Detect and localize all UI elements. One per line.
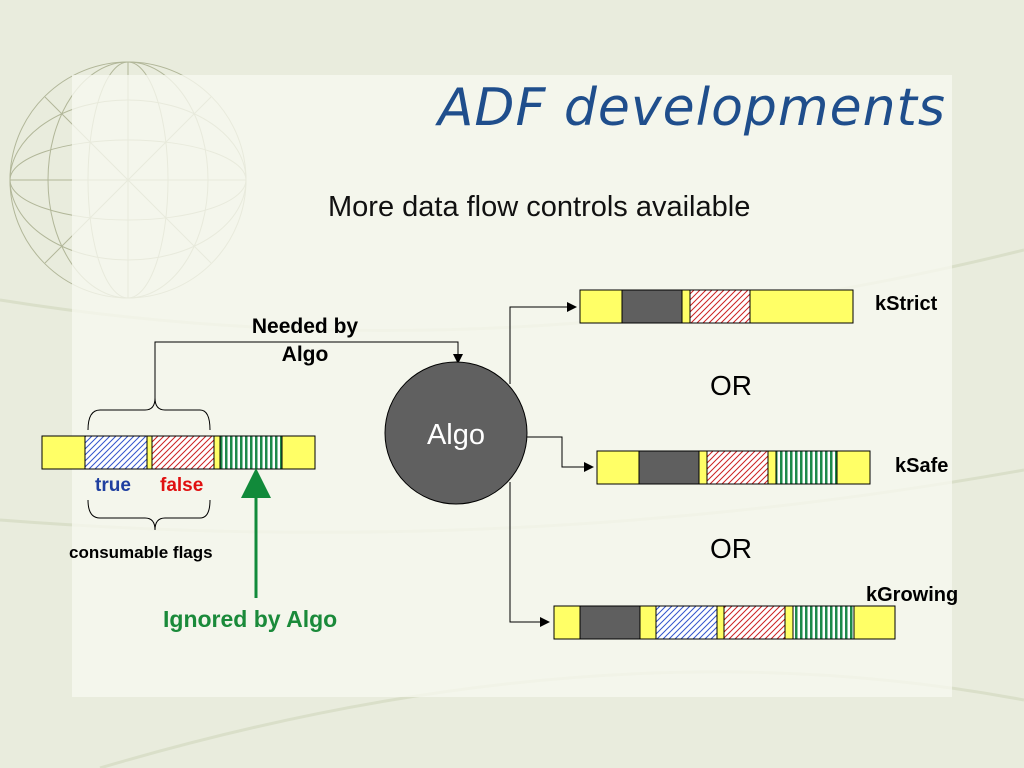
kgrowing-label: kGrowing — [866, 584, 959, 606]
true-flag-slot — [84, 435, 148, 470]
kgrowing-buffer — [553, 605, 896, 640]
output-arrow-ksafe — [527, 436, 594, 472]
false-flag-slot — [151, 435, 215, 470]
algo-node-label: Algo — [426, 419, 486, 451]
or-label-2: OR — [710, 533, 752, 564]
kstrict-buffer — [579, 289, 854, 324]
true-flag-label: true — [95, 475, 131, 496]
needed-by-arrow — [154, 341, 463, 398]
output-arrow-kgrowing — [509, 482, 550, 627]
content-panel — [72, 75, 952, 697]
ignored-slot — [219, 435, 283, 470]
needed-brace — [87, 397, 211, 431]
needed-by-algo-label: Needed by Algo — [251, 315, 359, 366]
slide-title: ADF developments — [437, 78, 946, 138]
algo-node — [384, 361, 528, 505]
ignored-by-algo-label: Ignored by Algo — [163, 606, 338, 632]
consumable-brace — [87, 499, 211, 531]
false-flag-label: false — [160, 475, 204, 496]
consumable-flags-label: consumable flags — [69, 543, 213, 562]
slide-subtitle: More data flow controls available — [328, 191, 751, 223]
ksafe-label: kSafe — [895, 455, 949, 477]
or-label-1: OR — [710, 370, 752, 401]
ksafe-buffer — [596, 450, 871, 485]
kstrict-label: kStrict — [875, 293, 938, 315]
input-buffer — [41, 435, 316, 470]
output-arrow-kstrict — [509, 302, 577, 384]
